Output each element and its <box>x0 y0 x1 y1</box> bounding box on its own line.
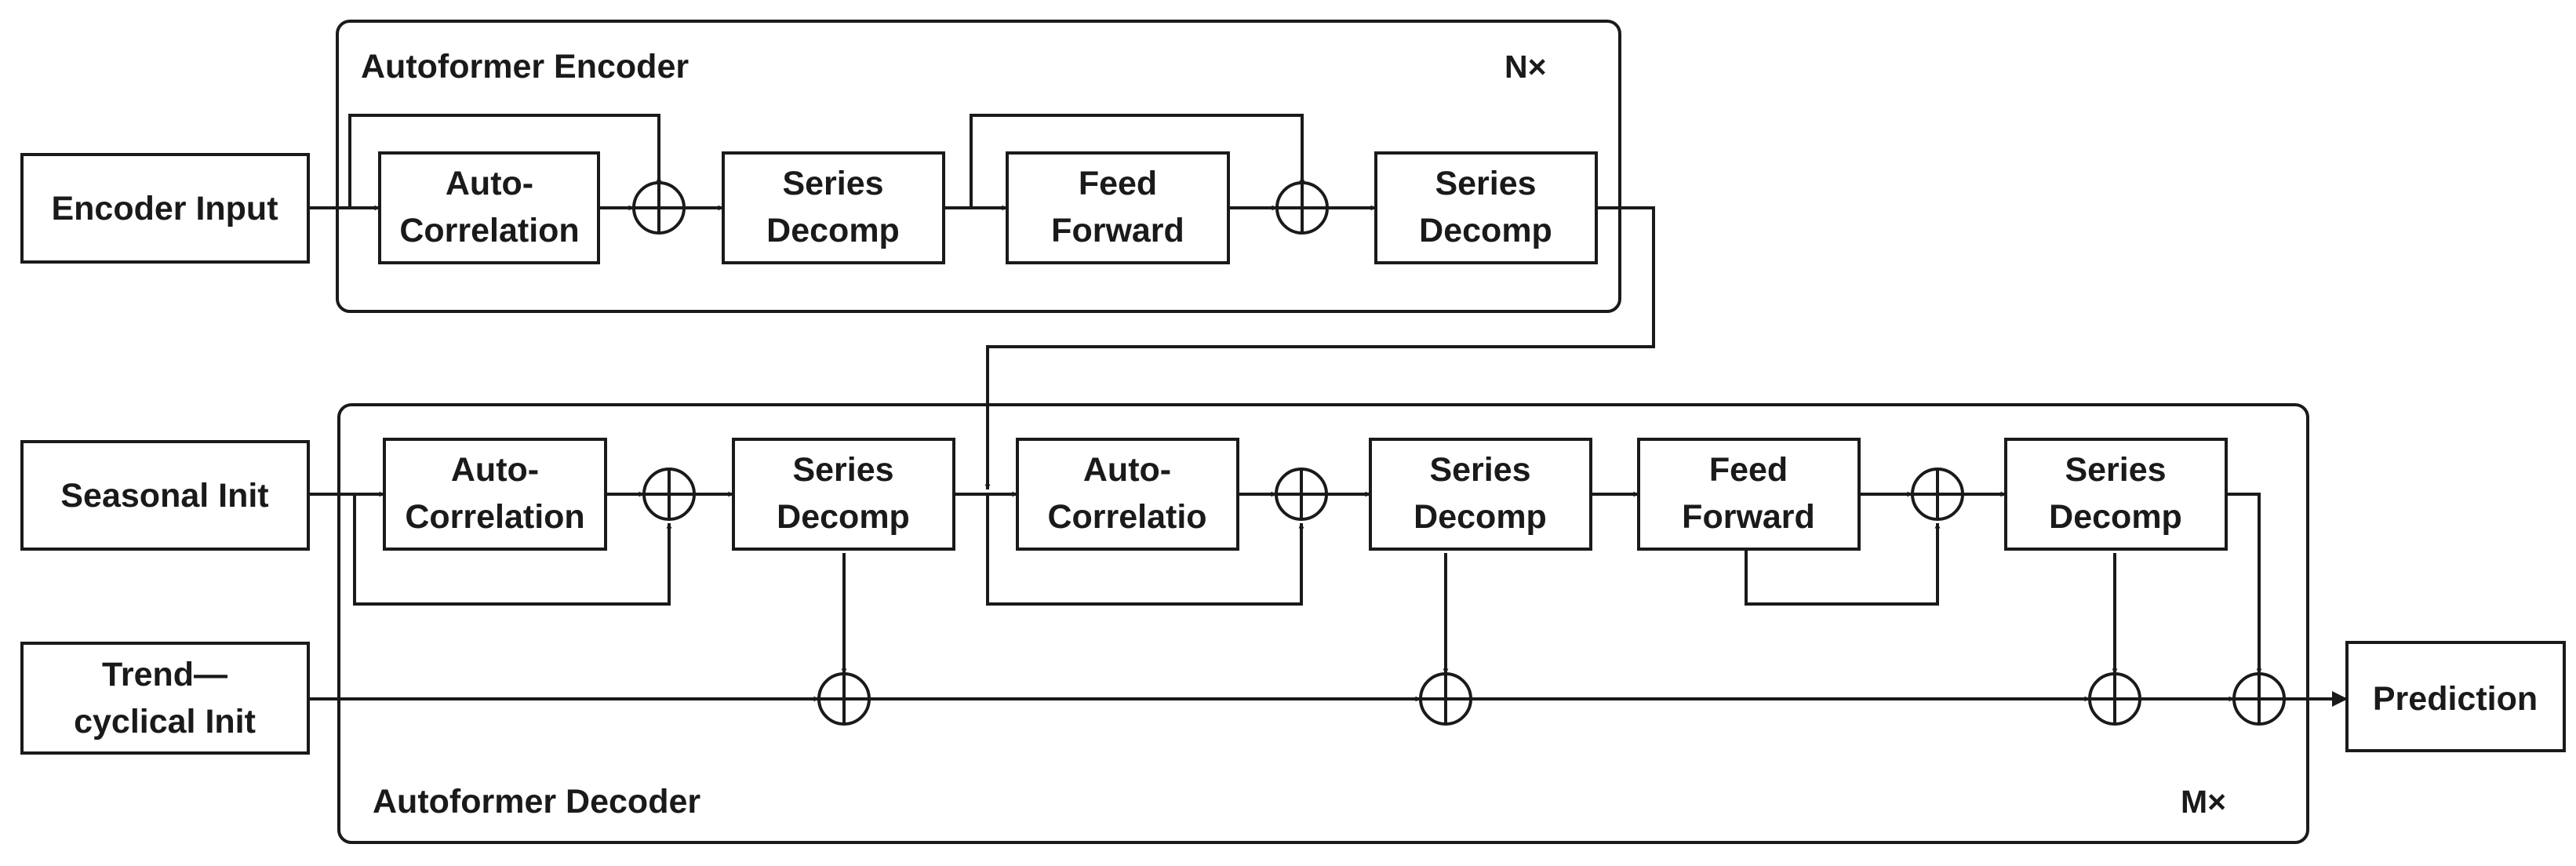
encoder-skip-line-1 <box>348 114 662 208</box>
trend-sum-icon-3 <box>2088 672 2141 726</box>
svg-text:Series: Series <box>782 165 883 202</box>
trend-sum-icon-2 <box>1419 672 1472 726</box>
trend-sum-icon-1 <box>817 672 871 726</box>
svg-text:Decomp: Decomp <box>2049 498 2182 536</box>
encoder-repeat-count: N× <box>1504 49 1547 85</box>
encoder-output-line <box>984 206 1655 490</box>
svg-text:Trend—: Trend— <box>102 656 227 693</box>
svg-text:Series: Series <box>2065 451 2166 489</box>
dec-sum-icon-1 <box>642 468 696 521</box>
svg-text:Auto-: Auto- <box>1083 451 1171 489</box>
encoder-auto-correlation-box: Auto- Correlation <box>378 151 600 264</box>
svg-text:Forward: Forward <box>1051 212 1184 249</box>
decoder-auto-correlation-box-1: Auto- Correlation <box>383 438 607 551</box>
prediction-box: Prediction <box>2345 641 2566 752</box>
decoder-skip-line-1 <box>353 494 672 606</box>
decoder-series-decomp-box-1: Series Decomp <box>732 438 955 551</box>
svg-text:Decomp: Decomp <box>766 212 900 249</box>
svg-text:Decomp: Decomp <box>777 498 910 536</box>
svg-text:Encoder Input: Encoder Input <box>51 190 278 227</box>
seasonal-init-box: Seasonal Init <box>20 440 310 551</box>
svg-text:Decomp: Decomp <box>1414 498 1547 536</box>
decoder-title: Autoformer Decoder <box>373 783 700 821</box>
encoder-skip-line-2 <box>970 114 1305 208</box>
svg-text:Series: Series <box>1429 451 1530 489</box>
svg-text:Forward: Forward <box>1682 498 1815 536</box>
enc-sum-icon-2 <box>1275 181 1329 235</box>
svg-text:Feed: Feed <box>1079 165 1157 202</box>
encoder-title: Autoformer Encoder <box>361 48 689 86</box>
decoder-repeat-count: M× <box>2181 784 2226 820</box>
svg-text:Decomp: Decomp <box>1419 212 1552 249</box>
svg-text:Series: Series <box>792 451 893 489</box>
encoder-frame <box>336 20 1621 313</box>
decoder-series-decomp-box-3: Series Decomp <box>2004 438 2228 551</box>
decoder-skip-line-2 <box>986 494 1304 606</box>
svg-text:cyclical Init: cyclical Init <box>74 703 256 740</box>
final-sum-icon <box>2232 672 2286 726</box>
encoder-feed-forward-box: Feed Forward <box>1006 151 1230 264</box>
enc-sum-icon-1 <box>632 181 686 235</box>
svg-text:Correlation: Correlation <box>399 212 579 249</box>
decoder-frame <box>337 403 2309 844</box>
decoder-auto-correlation-box-2: Auto- Correlatio <box>1016 438 1239 551</box>
encoder-series-decomp-box-1: Series Decomp <box>722 151 945 264</box>
svg-text:Correlatio: Correlatio <box>1047 498 1206 536</box>
encoder-input-box: Encoder Input <box>20 153 310 264</box>
decoder-skip-line-3 <box>1745 522 1941 606</box>
connectors <box>308 114 2348 707</box>
encoder-series-decomp-box-2: Series Decomp <box>1374 151 1598 264</box>
svg-text:Seasonal Init: Seasonal Init <box>60 477 268 515</box>
svg-text:Prediction: Prediction <box>2373 680 2538 718</box>
dec-sum-icon-3 <box>1911 468 1964 521</box>
decoder-feed-forward-box: Feed Forward <box>1637 438 1861 551</box>
decoder-series-decomp-box-2: Series Decomp <box>1369 438 1592 551</box>
svg-text:Auto-: Auto- <box>451 451 539 489</box>
trend-cyclical-init-box: Trend— cyclical Init <box>20 642 310 755</box>
svg-text:Series: Series <box>1435 165 1536 202</box>
svg-text:Feed: Feed <box>1709 451 1788 489</box>
svg-text:Correlation: Correlation <box>405 498 584 536</box>
svg-text:Auto-: Auto- <box>446 165 533 202</box>
dec-sum-icon-2 <box>1275 468 1328 521</box>
arrow-dec-decomp3-to-final-sum <box>2226 493 2262 675</box>
